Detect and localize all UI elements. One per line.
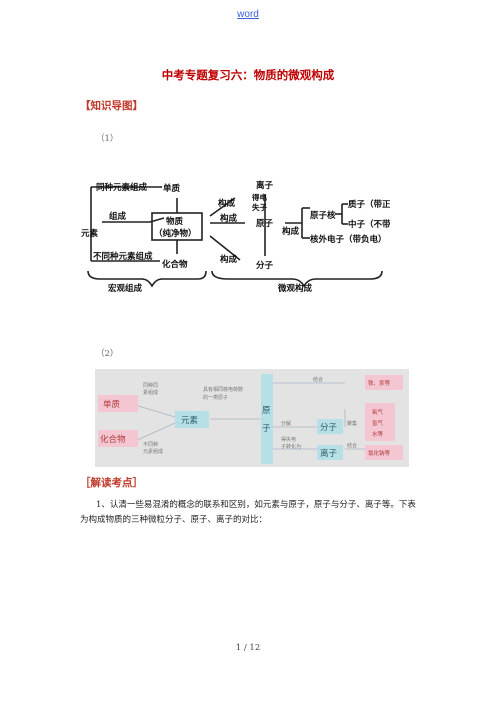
- fig1-label-neutron: 中子（不带电）: [348, 219, 390, 230]
- fig2-note-gain-lose-2: 子转化为: [281, 443, 301, 450]
- figure2-number: （2）: [96, 349, 119, 359]
- fig1-label-electron: 核外电子（带负电）: [310, 234, 387, 245]
- fig2-label-nacl: 氯化钠等: [368, 449, 391, 457]
- fig1-label-same-element: 同种元素组成: [96, 182, 148, 193]
- fig2-label-compound: 化合物: [100, 434, 126, 445]
- fig1-label-atom: 原子: [256, 218, 274, 229]
- fig2-note-gain-lose-1: 得失电: [281, 436, 296, 443]
- fig2-box-ion: [317, 445, 343, 460]
- fig2-box-salt: [365, 445, 403, 460]
- section-heading-knowledge-map: 【知识导图】: [80, 100, 143, 112]
- fig1-label-compose: 组成: [109, 211, 127, 222]
- fig2-label-atom-b: 子: [262, 424, 271, 434]
- fig2-box-molecule: [317, 419, 343, 434]
- fig2-box-simple: [98, 395, 138, 412]
- fig2-note-same-kind-2: 素组成: [143, 389, 158, 396]
- fig1-label-element: 元素: [81, 228, 99, 239]
- fig2-note-nuclear-2: 的一类原子: [203, 394, 228, 401]
- fig1-label-diff-element: 不同种元素组成: [93, 251, 153, 262]
- fig2-note-decompose: 分解: [281, 420, 291, 427]
- page-number: 1 / 12: [235, 643, 261, 653]
- fig2-box-gases: [365, 403, 395, 441]
- body-paragraph: 1、认清一些易混淆的概念的联系和区别，如元素与原子，原子与分子、离子等。下表为构…: [80, 500, 416, 525]
- fig2-box-element: [175, 411, 209, 428]
- fig1-label-construct-4: 构成: [282, 226, 300, 237]
- fig2-box-atom: [261, 374, 273, 464]
- figure1-number: （1）: [96, 134, 119, 144]
- fig1-label-ion: 离子: [256, 180, 274, 191]
- fig2-note-combine-2: 结合: [347, 442, 357, 449]
- fig1-label-micro: 微观构成: [277, 283, 313, 294]
- fig2-label-atom-a: 原: [262, 406, 271, 416]
- fig2-box-compound: [98, 430, 138, 447]
- fig1-label-pure: （纯净物）: [154, 228, 197, 239]
- fig2-note-diff-kind-2: 元素组成: [143, 448, 163, 455]
- fig2-label-element: 元素: [181, 415, 199, 426]
- fig2-label-fe-hg: 铁、汞等: [368, 379, 391, 387]
- fig1-label-construct-2: 构成: [220, 213, 238, 224]
- fig2-label-water: 水等: [372, 430, 384, 438]
- fig2-note-combine-1: 结合: [313, 376, 323, 383]
- fig2-label-molecule: 分子: [320, 423, 338, 433]
- page-title: 中考专题复习六：物质的微观构成: [161, 68, 335, 82]
- fig2-note-same-kind-1: 同种同: [143, 382, 158, 389]
- fig1-label-nucleus: 原子核: [310, 210, 336, 221]
- fig2-label-o2: 氧气: [372, 408, 384, 416]
- fig1-label-construct-1: 构成: [218, 198, 236, 209]
- fig2-note-nuclear-1: 具有相同核电荷数: [203, 386, 243, 393]
- fig1-label-charge-1: 得电: [251, 192, 267, 202]
- fig1-label-compound: 化合物: [162, 259, 188, 270]
- figure2-concept-diagram: 单质 化合物 元素 原 子 分子 离子 同种同 素组成 不同种 元素组成 具有相…: [95, 369, 409, 467]
- fig1-label-charge-2: 失子: [252, 202, 267, 212]
- fig1-label-matter: 物质: [166, 216, 184, 227]
- fig2-label-ion: 离子: [320, 448, 338, 459]
- figure1-concept-diagram: 同种元素组成 单质 组成 元素 物质 （纯净物） 不同种元素组成 化合物 宏观组…: [81, 180, 390, 294]
- fig2-label-h2: 氢气: [372, 419, 384, 427]
- fig1-label-molecule: 分子: [256, 260, 274, 271]
- fig1-label-construct-3: 构成: [220, 254, 238, 265]
- fig1-label-proton: 质子（带正电）: [348, 199, 390, 210]
- fig2-note-diff-kind-1: 不同种: [143, 441, 158, 448]
- fig2-label-simple: 单质: [103, 399, 121, 410]
- header-link[interactable]: word: [237, 9, 259, 20]
- section-heading-exam-points: ［解读考点］: [80, 477, 143, 489]
- fig1-label-simple: 单质: [163, 183, 181, 194]
- fig2-note-aggregate: 聚集: [347, 420, 357, 427]
- fig1-label-macro: 宏观组成: [108, 283, 143, 294]
- fig2-box-metals: [365, 375, 403, 390]
